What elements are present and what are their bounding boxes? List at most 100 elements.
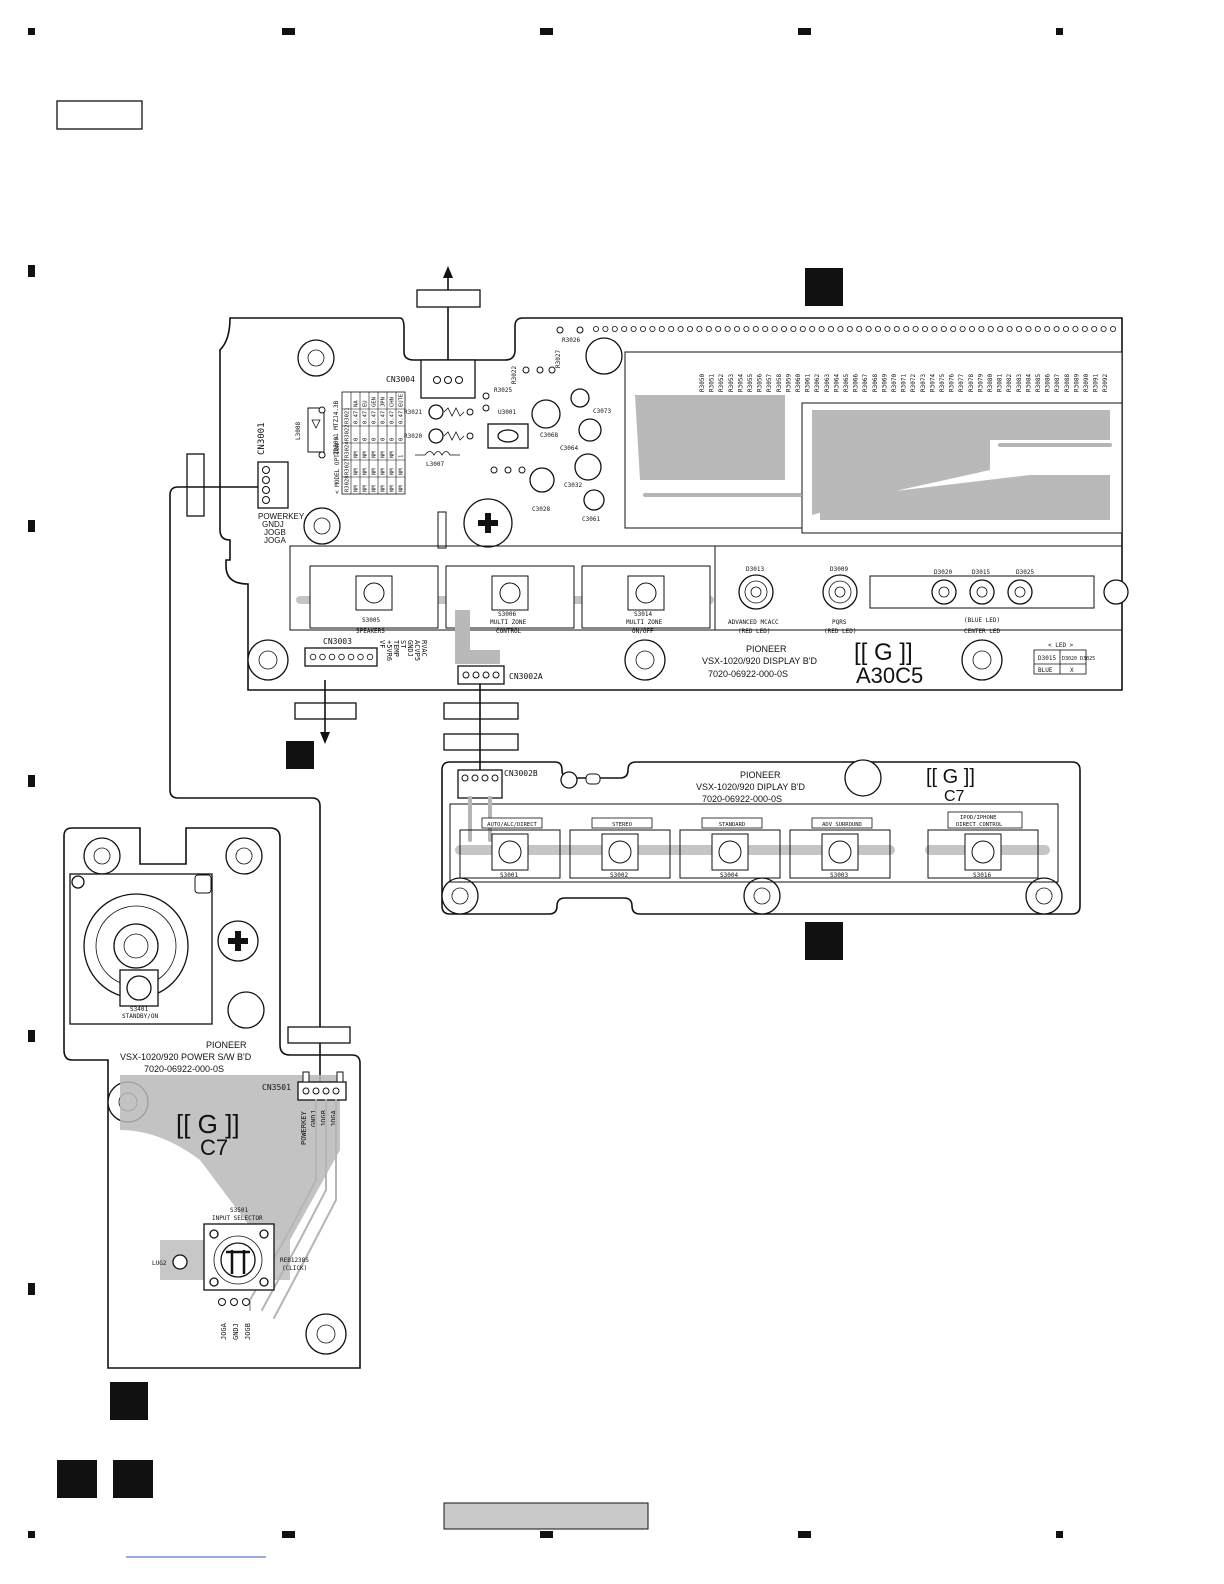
blue-led-label: (BLUE LED) [964,617,1000,624]
resistor-label: R3070 [891,374,898,392]
cn3003-pin [319,653,326,661]
model-option-cell: NM [381,485,387,492]
section-marker-left [286,741,314,769]
resistor-label: R3066 [853,374,860,392]
header-pin [818,325,825,332]
switch-label-1: MULTI ZONE [490,619,527,626]
led-table-cell-0: D3015 [1038,655,1056,662]
header-pin [724,325,731,332]
header-pin [997,325,1004,332]
c3032-label: C3032 [564,482,582,489]
resistor-label: R3085 [1035,374,1042,392]
key-board-grid-mark: [[ G ]] [926,766,975,788]
switch-ref: S3014 [634,611,652,618]
model-option-cell: NM [399,485,405,492]
resistor-label: R3069 [881,374,888,392]
resistor-label: R3077 [958,374,965,392]
header-pin [1016,325,1023,332]
header-pin [940,325,947,332]
model-option-cell: 0 [354,438,360,441]
model-option-cell: 1 [399,455,405,458]
led-d3013-label: ADVANCED MCACC [728,619,779,626]
resistor-label: R3074 [929,374,936,392]
resistor-label: R3080 [987,374,994,392]
page-marker-b [113,1460,153,1498]
model-option-cell: NM [354,485,360,492]
selector-pin-2: GNDJ [232,1323,240,1340]
s3501-ref: S3501 [230,1207,248,1214]
header-pin [884,325,891,332]
cn3003-pin [309,653,317,661]
cn3501-connector[interactable] [297,1081,347,1101]
r3026-label: R3026 [562,337,580,344]
header-pin [809,325,816,332]
resistor-label: R3063 [824,374,831,392]
switch-label-2: CONTROL [496,628,522,635]
cn3001-pin-1: POWERKEY [258,512,305,521]
header-pin [611,325,618,332]
model-option-cell: NM [390,485,396,492]
power-board-brand: PIONEER [206,1040,247,1050]
header-pin [640,325,647,332]
model-option-cell: NM [390,468,396,475]
resistor-label: R3057 [766,374,773,392]
cn3001-pin-2: GNDJ [262,520,284,529]
model-option-title: < MODEL OPTION > [334,436,341,494]
cn3003-pin-label: VF [378,640,386,648]
page-number-box [443,1502,649,1530]
header-pin [912,325,919,332]
resistor-label: R3079 [977,374,984,392]
led-d3009-sub: (RED LED) [824,628,857,635]
model-option-cell: NA [354,400,360,407]
resistor-label: R3091 [1093,374,1100,392]
c3073-label: C3073 [593,408,611,415]
led-d3015: D3015 [972,569,990,576]
key-board: CN3002B PIONEER VSX-1020/920 DIPLAY B'D … [441,759,1081,915]
header-pin [978,325,985,332]
resistor-label: R3089 [1073,374,1080,392]
model-option-cell: NM [399,468,405,475]
header-pin [752,325,759,332]
display-board-model: VSX-1020/920 DISPLAY B'D [702,656,817,666]
model-option-header: R3022 [345,424,351,441]
resistor-label: R3065 [843,374,850,392]
r3025-label: R3025 [494,387,512,394]
selector-pin-1: JOGA [220,1322,228,1340]
model-option-header: R3021 [345,407,351,424]
header-pin [950,325,957,332]
cn3002a-connector[interactable] [457,665,505,685]
section-marker-bottom [110,1382,148,1420]
resistor-label: R3083 [1016,374,1023,392]
switch-ref: S3003 [830,872,848,879]
cn3003-pin [328,653,336,661]
l3008-label: L3008 [295,422,302,440]
header-pin [696,325,703,332]
model-option-cell: NM [363,485,369,492]
resistor-label: R3056 [757,374,764,392]
header-pin [1034,325,1041,332]
cn3002a-label: CN3002A [509,672,543,681]
switch-label: STEREO [612,822,632,828]
cn3002b-connector[interactable] [457,769,503,799]
cn3501-label: CN3501 [262,1083,291,1092]
resistor-label: R3071 [901,374,908,392]
key-board-grid-code: C7 [944,788,965,805]
cn3501-pin-3: JOGB [320,1110,328,1127]
switch-ref: S3006 [498,611,516,618]
model-option-cell: NM [354,451,360,458]
selector-click: (CLICK) [282,1265,307,1272]
header-pin [762,325,769,332]
cn3003-pin [338,653,345,661]
power-board-model: VSX-1020/920 POWER S/W B'D [120,1052,252,1062]
cn3004-wire-tag [416,289,481,308]
header-pin [630,325,637,332]
